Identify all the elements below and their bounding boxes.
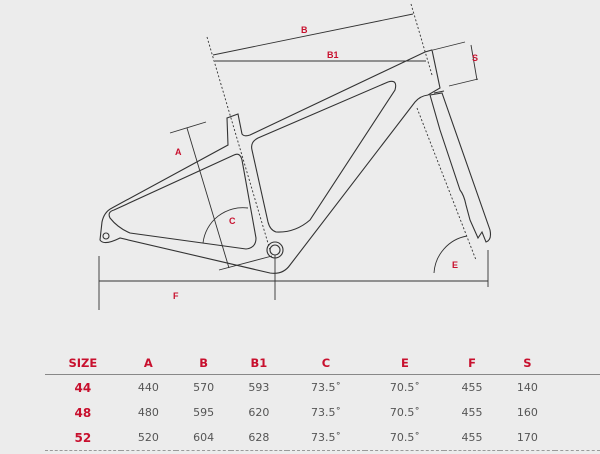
label-b1: B1 xyxy=(327,50,339,60)
cell-b1: 593 xyxy=(248,381,270,394)
cell-a: 440 xyxy=(137,381,159,394)
table-row: 52 520 604 628 73.5˚ 70.5˚ 455 170 xyxy=(45,425,600,451)
cell-s: 140 xyxy=(516,381,538,394)
table-row: 44 440 570 593 73.5˚ 70.5˚ 455 140 xyxy=(45,375,600,401)
cell-c: 73.5˚ xyxy=(310,406,341,419)
label-b: B xyxy=(301,25,308,35)
cell-f: 455 xyxy=(461,406,483,419)
cell-s: 160 xyxy=(516,406,538,419)
front-triangle-inner xyxy=(251,80,397,233)
cell-b: 604 xyxy=(175,425,232,451)
c-angle-arc xyxy=(202,207,249,244)
frame-geometry-diagram: B B1 S A C E F xyxy=(98,3,492,310)
fork-axis-dotted xyxy=(416,107,477,261)
cell-size: 44 xyxy=(74,380,92,395)
a-dimension-line xyxy=(186,127,230,269)
header-s: S xyxy=(499,352,555,375)
cell-f: 455 xyxy=(461,381,483,394)
header-a: A xyxy=(120,352,176,375)
header-spacer xyxy=(555,352,600,375)
cell-c: 73.5˚ xyxy=(310,381,341,394)
cell-e: 70.5˚ xyxy=(389,406,420,419)
table-row: 48 480 595 620 73.5˚ 70.5˚ 455 160 xyxy=(45,400,600,425)
cell-c: 73.5˚ xyxy=(286,425,366,451)
cell-size: 52 xyxy=(45,425,121,451)
label-f: F xyxy=(173,291,179,301)
e-angle-arc xyxy=(433,235,468,274)
s-dimension-line xyxy=(470,44,478,81)
header-c: C xyxy=(286,352,366,375)
cell-a: 520 xyxy=(120,425,176,451)
header-size: SIZE xyxy=(45,352,121,375)
label-s: S xyxy=(472,53,478,63)
seat-axis-dotted xyxy=(206,36,271,251)
label-c: C xyxy=(229,216,236,226)
cell-e: 70.5˚ xyxy=(389,381,420,394)
cell-s: 170 xyxy=(499,425,555,451)
cell-b: 595 xyxy=(193,406,215,419)
cell-b: 570 xyxy=(193,381,215,394)
label-a: A xyxy=(175,147,182,157)
label-e: E xyxy=(452,260,458,270)
cell-b1: 620 xyxy=(248,406,270,419)
rear-triangle-inner xyxy=(108,153,257,250)
cell-size: 48 xyxy=(74,405,92,420)
table-header-row: SIZE A B B1 C E F S xyxy=(45,352,600,375)
fork xyxy=(429,92,492,243)
cell-f: 455 xyxy=(444,425,500,451)
geometry-table: SIZE A B B1 C E F S 44 440 570 593 73.5˚… xyxy=(45,352,600,451)
header-f: F xyxy=(444,352,500,375)
b-dimension-line xyxy=(212,13,414,56)
header-b1: B1 xyxy=(231,352,287,375)
cell-b1: 628 xyxy=(231,425,287,451)
cell-a: 480 xyxy=(137,406,159,419)
header-b: B xyxy=(175,352,232,375)
head-axis-dotted xyxy=(410,3,433,76)
cell-e: 70.5˚ xyxy=(365,425,445,451)
frame-outline xyxy=(99,49,441,274)
dropout-hole xyxy=(102,232,110,240)
header-e: E xyxy=(365,352,445,375)
